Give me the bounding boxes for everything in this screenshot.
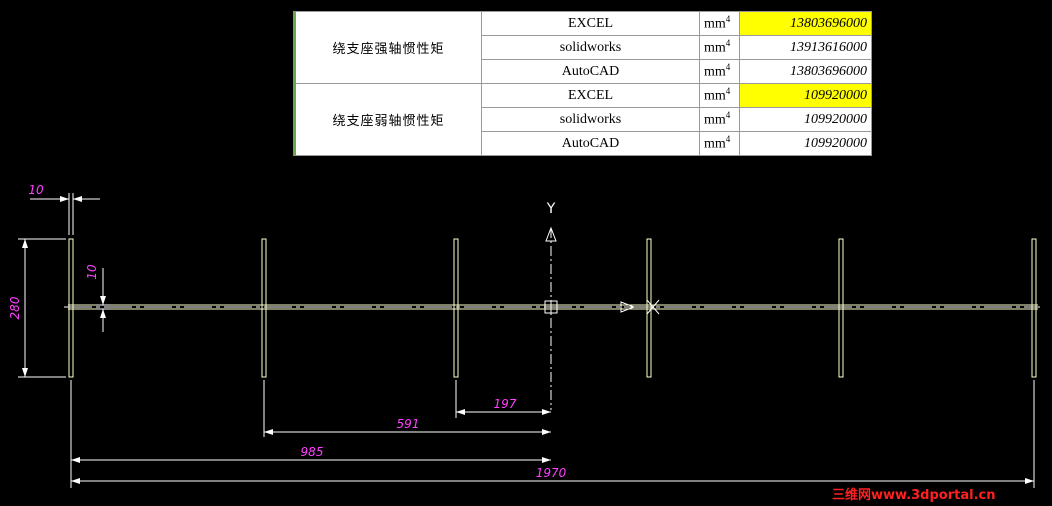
results-table: 绕支座强轴惯性矩 EXCEL mm4 13803696000 solidwork… <box>293 11 872 156</box>
unit-exponent: 4 <box>725 86 731 97</box>
flange-3 <box>453 238 459 378</box>
dim-height: 280 <box>8 296 22 319</box>
unit-cell: mm4 <box>699 35 740 60</box>
dim-web-thickness: 10 <box>85 264 99 280</box>
value-cell: 109920000 <box>739 131 872 156</box>
table-row: 绕支座强轴惯性矩 EXCEL mm4 13803696000 <box>293 11 872 84</box>
unit-exponent: 4 <box>725 62 731 73</box>
dim-spacing-197: 197 <box>494 397 517 411</box>
group-label-weak-axis: 绕支座弱轴惯性矩 <box>293 83 482 156</box>
unit-text: mm <box>704 16 726 32</box>
unit-exponent: 4 <box>725 38 731 49</box>
dimension-arrows <box>22 196 1034 484</box>
table-row: solidworks mm4 109920000 <box>295 107 872 132</box>
group-label-strong-axis: 绕支座强轴惯性矩 <box>293 11 482 84</box>
y-axis-arrow-icon <box>545 226 557 242</box>
unit-text: mm <box>704 40 726 56</box>
web <box>68 304 1038 310</box>
unit-exponent: 4 <box>725 134 731 145</box>
method-cell: AutoCAD <box>481 131 700 156</box>
flange-2 <box>261 238 267 378</box>
value-cell: 13803696000 <box>739 11 872 36</box>
dim-spacing-985: 985 <box>301 445 324 459</box>
y-axis-label: Y <box>546 201 556 217</box>
method-cell: solidworks <box>481 35 700 60</box>
dim-total-width: 1970 <box>536 466 567 480</box>
flanges <box>68 238 1037 378</box>
flange-6 <box>1031 238 1037 378</box>
table-row: AutoCAD mm4 109920000 <box>295 131 872 156</box>
unit-text: mm <box>704 136 726 152</box>
unit-cell: mm4 <box>699 59 740 84</box>
table-row: 绕支座弱轴惯性矩 EXCEL mm4 109920000 <box>293 83 872 156</box>
flange-5 <box>838 238 844 378</box>
value-cell: 13803696000 <box>739 59 872 84</box>
value-cell: 109920000 <box>739 83 872 108</box>
unit-exponent: 4 <box>725 110 731 121</box>
dim-flange-thickness: 10 <box>28 183 44 197</box>
y-axis <box>544 226 660 410</box>
watermark: 三维网www.3dportal.cn <box>832 488 996 503</box>
unit-text: mm <box>704 88 726 104</box>
unit-cell: mm4 <box>699 83 740 108</box>
value-cell: 109920000 <box>739 107 872 132</box>
flange-1 <box>68 238 74 378</box>
unit-cell: mm4 <box>699 11 740 36</box>
flange-4 <box>646 238 652 378</box>
unit-text: mm <box>704 64 726 80</box>
unit-cell: mm4 <box>699 107 740 132</box>
unit-text: mm <box>704 112 726 128</box>
unit-exponent: 4 <box>725 14 731 25</box>
table-row: solidworks mm4 13913616000 <box>295 35 872 60</box>
value-cell: 13913616000 <box>739 35 872 60</box>
dim-spacing-591: 591 <box>397 417 420 431</box>
dimension-lines <box>18 193 1035 488</box>
x-axis-arrow-icon <box>620 301 636 313</box>
method-cell: EXCEL <box>481 83 700 108</box>
